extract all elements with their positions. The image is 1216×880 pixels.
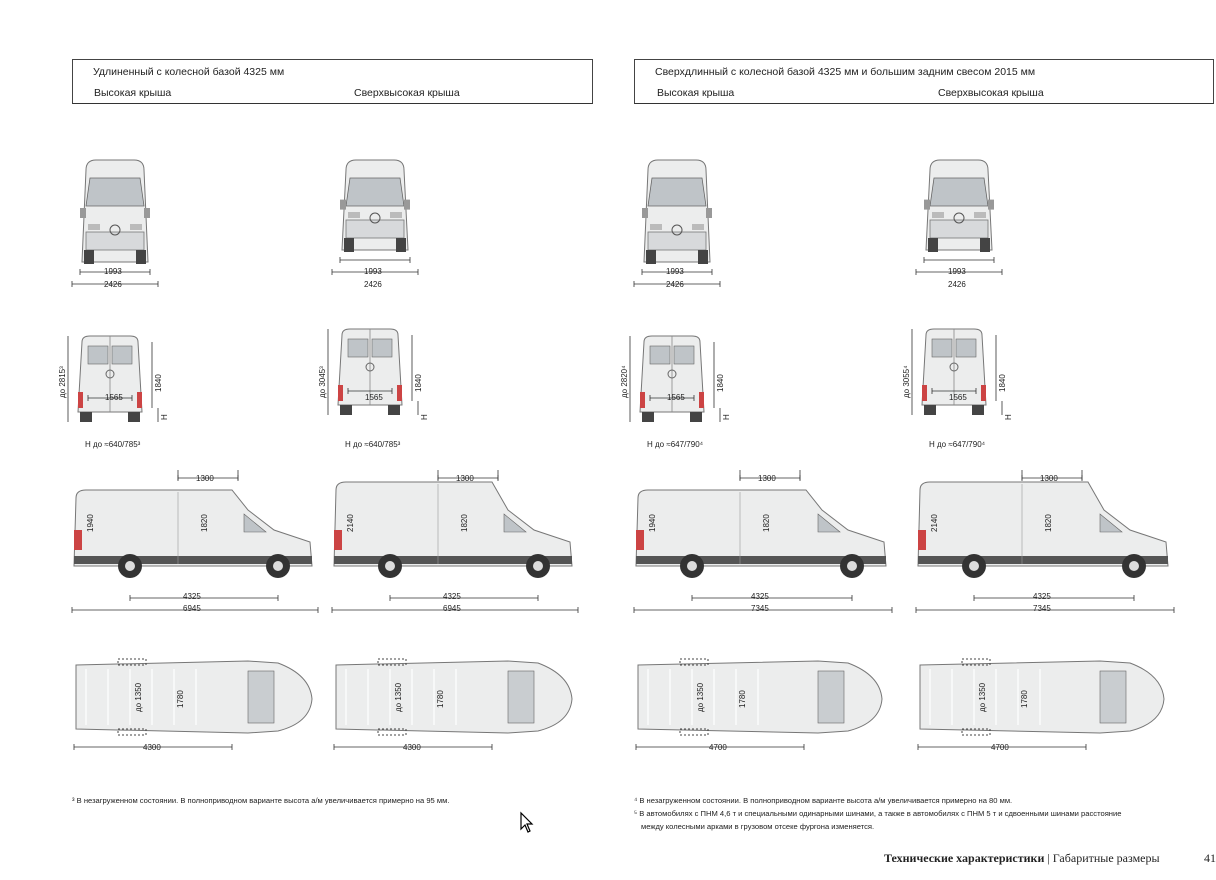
side-inner-height-label: 1820 (1044, 514, 1053, 532)
side-length-label: 7345 (751, 604, 769, 613)
side-height-label: 1940 (86, 514, 95, 532)
front-inner-width-label: 1993 (948, 267, 966, 276)
top-inner-width-label: 1780 (738, 690, 747, 708)
top-between-arches-label: до 1350 (134, 682, 143, 712)
rear-width-label: 1565 (949, 393, 967, 402)
right-roof-super-label: Сверхвысокая крыша (938, 87, 1044, 99)
side-top-dim-label: 1300 (758, 474, 776, 483)
right-footnote-1: ⁴ В незагруженном состоянии. В полноприв… (634, 796, 1013, 805)
right-footnote-2: ⁵ В автомобилях с ПНМ 4,6 т и специальны… (634, 809, 1122, 818)
top-inner-width-label: 1780 (436, 690, 445, 708)
side-inner-height-label: 1820 (762, 514, 771, 532)
h-clearance-note: H до ≈647/790⁴ (929, 440, 986, 449)
right-header-title: Сверхдлинный с колесной базой 4325 мм и … (655, 66, 1036, 78)
front-outer-width-label: 2426 (364, 280, 382, 289)
side-top-dim-label: 1300 (1040, 474, 1058, 483)
rear-inner-height-label: 1840 (998, 374, 1007, 392)
footer-separator: | (1047, 851, 1050, 865)
side-height-label: 1940 (648, 514, 657, 532)
footer-section: Технические характеристики (884, 851, 1045, 865)
side-top-dim-label: 1300 (196, 474, 214, 483)
rear-total-height-label: до 3045³ (318, 366, 327, 398)
rear-h-label: H (1004, 414, 1013, 420)
top-cargo-length-label: 4700 (709, 743, 727, 752)
left-roof-high-label: Высокая крыша (94, 87, 172, 99)
left-header-box: Удлиненный с колесной базой 4325 мм Высо… (72, 59, 593, 104)
side-top-dim-label: 1300 (456, 474, 474, 483)
side-inner-height-label: 1820 (460, 514, 469, 532)
side-view-drawing-r-b (915, 470, 1175, 613)
rear-total-height-label: до 2820⁴ (620, 365, 629, 398)
top-cargo-length-label: 4300 (403, 743, 421, 752)
right-footnote-3: между колесными арками в грузовом отсеке… (641, 822, 875, 831)
rear-view-drawing-r-a (629, 335, 721, 422)
top-between-arches-label: до 1350 (696, 682, 705, 712)
front-view-drawing-r-b (915, 159, 1003, 275)
side-length-label: 6945 (183, 604, 201, 613)
left-roof-super-label: Сверхвысокая крыша (354, 87, 460, 99)
side-height-label: 2140 (346, 514, 355, 532)
rear-width-label: 1565 (105, 393, 123, 402)
rear-width-label: 1565 (667, 393, 685, 402)
top-view-drawing-l-a (73, 658, 313, 750)
rear-inner-height-label: 1840 (414, 374, 423, 392)
front-inner-width-label: 1993 (364, 267, 382, 276)
rear-width-label: 1565 (365, 393, 383, 402)
side-view-drawing-l-b (331, 470, 579, 613)
top-cargo-length-label: 4700 (991, 743, 1009, 752)
front-outer-width-label: 2426 (948, 280, 966, 289)
side-inner-height-label: 1820 (200, 514, 209, 532)
rear-h-label: H (722, 414, 731, 420)
right-roof-high-label: Высокая крыша (657, 87, 735, 99)
rear-view-drawing-l-b (327, 328, 419, 415)
rear-view-drawing-l-a (67, 335, 159, 422)
top-view-drawing-l-b (333, 658, 573, 750)
top-view-drawing-r-a (635, 658, 883, 750)
front-outer-width-label: 2426 (666, 280, 684, 289)
side-view-drawing-l-a (71, 470, 319, 613)
front-view-drawing-r-a (633, 159, 721, 287)
top-inner-width-label: 1780 (1020, 690, 1029, 708)
side-view-drawing-r-a (633, 470, 893, 613)
top-inner-width-label: 1780 (176, 690, 185, 708)
rear-total-height-label: до 2815³ (58, 366, 67, 398)
page-number: 41 (1204, 851, 1216, 865)
mouse-cursor-icon (520, 811, 534, 833)
h-clearance-note: H до ≈640/785³ (345, 440, 401, 449)
rear-total-height-label: до 3055⁴ (902, 365, 911, 398)
right-header-box: Сверхдлинный с колесной базой 4325 мм и … (634, 59, 1214, 104)
front-view-drawing-l-a (71, 159, 159, 287)
left-footnote: ³ В незагруженном состоянии. В полноприв… (72, 796, 450, 805)
side-wheelbase-label: 4325 (751, 592, 769, 601)
left-header-title: Удлиненный с колесной базой 4325 мм (93, 66, 285, 78)
rear-h-label: H (160, 414, 169, 420)
side-wheelbase-label: 4325 (443, 592, 461, 601)
side-height-label: 2140 (930, 514, 939, 532)
side-length-label: 6945 (443, 604, 461, 613)
side-wheelbase-label: 4325 (1033, 592, 1051, 601)
footer-subsection: Габаритные размеры (1052, 851, 1160, 865)
top-between-arches-label: до 1350 (978, 682, 987, 712)
page-footer: Технические характеристики | Габаритные … (884, 851, 1160, 866)
front-outer-width-label: 2426 (104, 280, 122, 289)
h-clearance-note: H до ≈640/785³ (85, 440, 141, 449)
side-length-label: 7345 (1033, 604, 1051, 613)
top-view-drawing-r-b (917, 658, 1165, 750)
side-wheelbase-label: 4325 (183, 592, 201, 601)
front-inner-width-label: 1993 (666, 267, 684, 276)
top-between-arches-label: до 1350 (394, 682, 403, 712)
rear-h-label: H (420, 414, 429, 420)
h-clearance-note: H до ≈647/790⁴ (647, 440, 704, 449)
front-inner-width-label: 1993 (104, 267, 122, 276)
front-view-drawing-l-b (331, 159, 419, 275)
rear-inner-height-label: 1840 (716, 374, 725, 392)
top-cargo-length-label: 4300 (143, 743, 161, 752)
rear-inner-height-label: 1840 (154, 374, 163, 392)
rear-view-drawing-r-b (911, 328, 1003, 415)
